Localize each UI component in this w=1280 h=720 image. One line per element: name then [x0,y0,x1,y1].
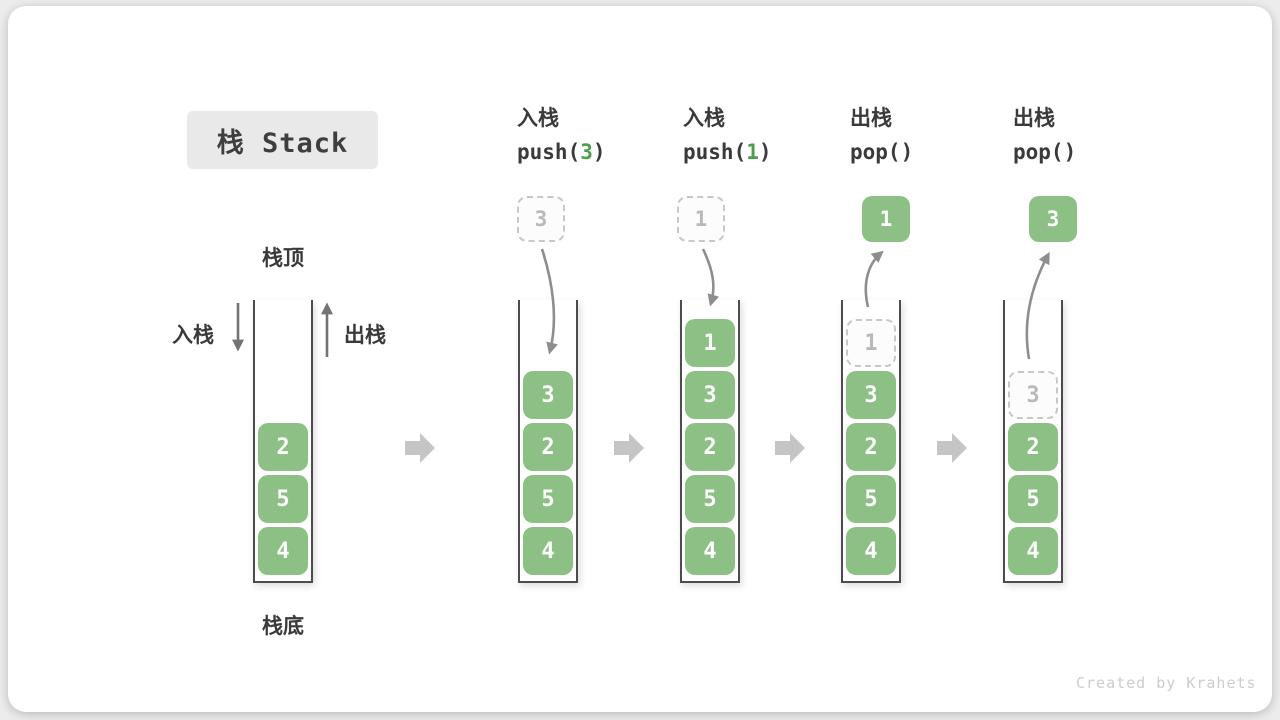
stack-item: 5 [523,475,573,523]
code-post: ) [1063,140,1077,164]
code-pre: push( [683,140,747,164]
operation-label-push-3: 入栈 push(3) [517,106,606,164]
stack-item-removed: 3 [1008,371,1058,419]
operation-name: 入栈 [683,106,725,130]
stack-item: 4 [685,527,735,575]
code-post: ) [592,140,606,164]
code-arg: 1 [746,140,759,164]
floating-value-box: 3 [1029,196,1077,242]
pop-label: 出栈 [344,323,386,347]
floating-value-box: 1 [677,196,725,242]
stack-item-removed: 1 [846,319,896,367]
operation-code: pop() [1013,140,1076,164]
floating-value-box: 3 [517,196,565,242]
title-text: 栈 Stack [216,127,349,159]
stack-item: 5 [258,475,308,523]
operation-code: push(1) [683,140,772,164]
stack-item: 4 [846,527,896,575]
stack-item: 1 [685,319,735,367]
code-post: ) [758,140,772,164]
operation-code: push(3) [517,140,606,164]
stack-item: 3 [685,371,735,419]
code-pre: pop( [1013,140,1064,164]
step-arrow-icon [775,433,805,463]
operation-label-pop-1: 出栈 pop() [850,106,913,164]
stack-item: 3 [846,371,896,419]
stack-item: 2 [1008,423,1058,471]
operation-code: pop() [850,140,913,164]
operation-label-pop-3: 出栈 pop() [1013,106,1076,164]
stack-item: 3 [523,371,573,419]
code-pre: push( [517,140,581,164]
push-label: 入栈 [172,323,214,347]
code-arg: 3 [580,140,593,164]
stack-item: 4 [523,527,573,575]
stack-item: 4 [258,527,308,575]
watermark: Created by Krahets [1076,674,1257,692]
operation-name: 入栈 [517,106,559,130]
code-post: ) [900,140,914,164]
operation-name: 出栈 [1013,106,1055,130]
floating-value-box: 1 [862,196,910,242]
stack-item: 4 [1008,527,1058,575]
operation-name: 出栈 [850,106,892,130]
step-arrow-icon [405,433,435,463]
title-badge: 栈 Stack [187,111,378,169]
stack-item: 2 [523,423,573,471]
stack-item: 2 [258,423,308,471]
code-pre: pop( [850,140,901,164]
step-arrow-icon [614,433,644,463]
stack-item: 2 [846,423,896,471]
stack-top-label: 栈顶 [262,246,304,270]
step-arrow-icon [937,433,967,463]
stack-item: 2 [685,423,735,471]
operation-label-push-1: 入栈 push(1) [683,106,772,164]
stack-item: 5 [1008,475,1058,523]
stack-bottom-label: 栈底 [262,614,304,638]
stack-item: 5 [685,475,735,523]
stack-item: 5 [846,475,896,523]
